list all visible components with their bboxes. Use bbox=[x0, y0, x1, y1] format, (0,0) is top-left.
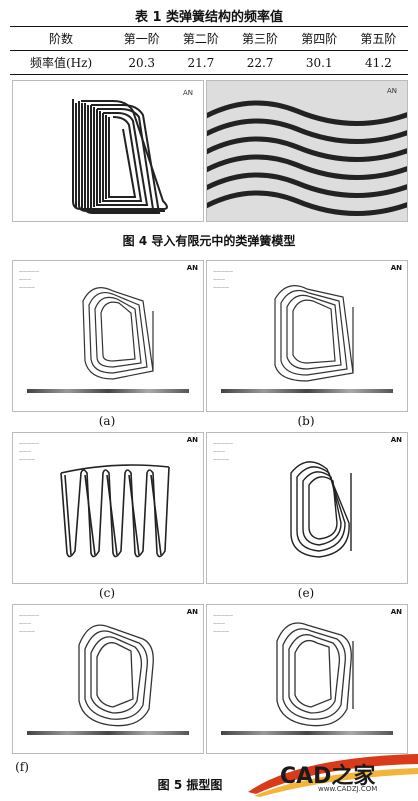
mode-shape-graphic: ———————————— bbox=[213, 613, 354, 727]
table-header-row: 阶数 第一阶 第二阶 第三阶 第四阶 第五阶 bbox=[10, 26, 408, 51]
svg-text:———: ——— bbox=[213, 621, 225, 626]
mode-shape-graphic: ———————————— bbox=[19, 613, 154, 727]
mode-shape-e: AN ———————————— bbox=[206, 432, 408, 584]
mode-shape-f-right: AN ———————————— bbox=[206, 604, 408, 754]
contour-legend bbox=[221, 389, 393, 393]
panel-label-b: (b) bbox=[297, 414, 315, 428]
svg-text:———: ——— bbox=[19, 449, 31, 454]
svg-text:————: ———— bbox=[19, 457, 35, 462]
svg-text:AN: AN bbox=[183, 89, 193, 97]
value-cell: 20.3 bbox=[128, 55, 156, 70]
svg-text:———: ——— bbox=[213, 277, 225, 282]
svg-text:—————: ————— bbox=[19, 441, 39, 446]
mode-shape-graphic: ———————————— bbox=[213, 269, 354, 382]
spring-zoom-graphic: AN bbox=[207, 87, 407, 216]
fig4-model-view: AN bbox=[12, 80, 204, 222]
panel-label-c: (c) bbox=[98, 586, 116, 600]
mode-shape-c: AN ———————————— bbox=[12, 432, 204, 584]
header-cell: 第四阶 bbox=[301, 32, 338, 46]
svg-text:————: ———— bbox=[213, 629, 229, 634]
watermark-url: www.CADZJ.COM bbox=[318, 785, 378, 793]
svg-text:———: ——— bbox=[19, 621, 31, 626]
header-cell: 第一阶 bbox=[123, 32, 160, 46]
contour-legend bbox=[27, 731, 189, 735]
mode-shape-graphic: ———————————— bbox=[19, 269, 154, 380]
spring-model-graphic: AN bbox=[72, 89, 193, 214]
svg-text:————: ———— bbox=[213, 285, 229, 290]
contour-legend bbox=[27, 389, 189, 393]
value-cell: 41.2 bbox=[365, 55, 392, 70]
svg-text:—————: ————— bbox=[213, 613, 233, 618]
mode-shape-f-left: AN ———————————— bbox=[12, 604, 204, 754]
mode-shape-graphic: ———————————— bbox=[213, 441, 352, 558]
svg-text:AN: AN bbox=[387, 87, 397, 95]
mode-shape-a: AN ———————————— bbox=[12, 260, 204, 412]
fig4-zoom-view: AN bbox=[206, 80, 408, 222]
watermark-brand: CAD之家 bbox=[280, 764, 376, 789]
row-label: 频率值(Hz) bbox=[29, 56, 93, 70]
figure4-caption: 图 4 导入有限元中的类弹簧模型 bbox=[122, 234, 296, 248]
frequency-table: 阶数 第一阶 第二阶 第三阶 第四阶 第五阶 频率值(Hz) 20.3 21.7… bbox=[10, 26, 408, 75]
svg-text:———: ——— bbox=[19, 277, 31, 282]
contour-legend bbox=[221, 731, 393, 735]
header-cell: 第二阶 bbox=[182, 32, 219, 46]
svg-text:—————: ————— bbox=[19, 613, 39, 618]
svg-text:—————: ————— bbox=[213, 441, 233, 446]
header-cell: 第三阶 bbox=[242, 32, 279, 46]
mode-shape-b: AN ———————————— bbox=[206, 260, 408, 412]
cad-home-watermark: CAD之家 www.CADZJ.COM bbox=[248, 752, 418, 797]
panel-label-f: (f) bbox=[15, 760, 29, 774]
svg-text:—————: ————— bbox=[19, 269, 39, 274]
table-row: 频率值(Hz) 20.3 21.7 22.7 30.1 41.2 bbox=[10, 51, 408, 75]
panel-label-e: (e) bbox=[297, 586, 315, 600]
panel-label-a: (a) bbox=[98, 414, 116, 428]
svg-text:———: ——— bbox=[213, 449, 225, 454]
mode-shape-graphic: ———————————— bbox=[19, 441, 170, 558]
svg-text:—————: ————— bbox=[213, 269, 233, 274]
figure5-caption: 图 5 振型图 bbox=[157, 778, 223, 792]
svg-text:————: ———— bbox=[19, 629, 35, 634]
header-cell: 第五阶 bbox=[360, 32, 397, 46]
svg-text:————: ———— bbox=[19, 285, 35, 290]
header-cell: 阶数 bbox=[49, 32, 74, 46]
watermark-swoosh-graphic bbox=[248, 754, 418, 797]
table-title: 表 1 类弹簧结构的频率值 bbox=[134, 10, 284, 25]
svg-text:————: ———— bbox=[213, 457, 229, 462]
value-cell: 22.7 bbox=[246, 55, 274, 70]
value-cell: 30.1 bbox=[305, 55, 333, 70]
value-cell: 21.7 bbox=[187, 55, 215, 70]
